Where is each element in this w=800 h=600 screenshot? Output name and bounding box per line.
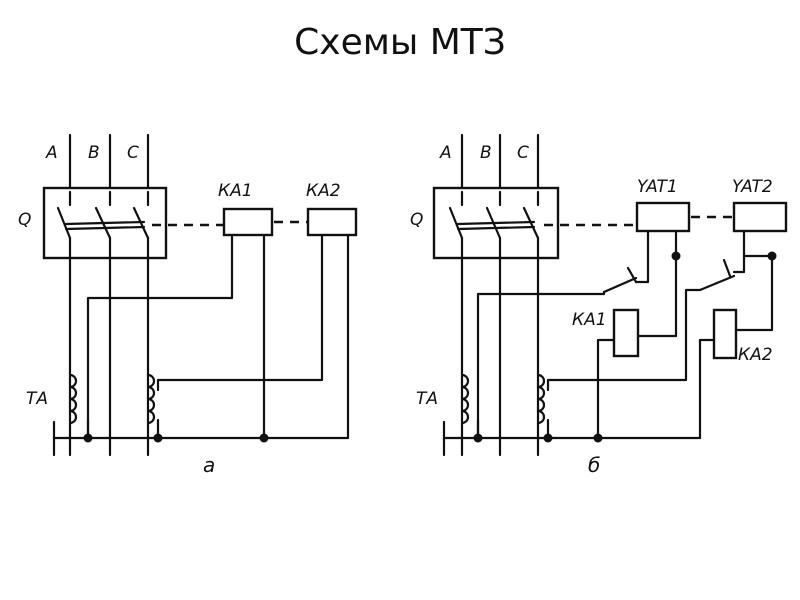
trip-coil-yat2 [732,201,788,233]
trip-coil-yat1 [635,201,691,233]
diagram-b: A B C Q YAT1 YAT2 КА1 КА2 ТА б [410,133,788,477]
junction-dots [473,251,777,443]
relay-ka1 [222,207,274,237]
phase-lines-top [460,133,540,194]
current-transformer-a [460,373,470,425]
phase-label-b: B [480,143,492,163]
relay-label-ka2: КА2 [738,345,773,365]
relay-coil-ka2 [712,308,738,360]
relay-label-ka2: КА2 [306,181,341,201]
phase-label-c: C [127,143,139,163]
trip-coil-label-2: YAT2 [732,177,773,197]
slide-title: Схемы МТЗ [294,22,506,63]
secondary-wiring [442,229,774,457]
breaker-contacts [448,190,540,260]
breaker-contacts [56,190,150,260]
current-transformer-c [536,373,546,425]
ct-label: ТА [26,389,48,409]
relay-coil-ka1 [612,308,640,358]
phase-lines-top [68,133,150,194]
diagram-caption: б [588,453,600,477]
phase-lines-bottom [460,256,540,457]
phase-label-a: A [439,143,452,163]
current-transformer-a [68,373,78,425]
junction-dots [83,433,269,443]
trip-coil-label-1: YAT1 [637,177,678,197]
breaker-label: Q [410,210,423,230]
diagram-caption: а [203,453,215,477]
phase-label-a: A [45,143,58,163]
ct-label: ТА [416,389,438,409]
breaker-label: Q [18,210,31,230]
relay-ka2 [306,207,358,237]
relay-label-ka1: КА1 [218,181,253,201]
current-transformer-c [146,373,156,425]
relay-label-ka1: КА1 [572,310,607,330]
secondary-wiring [52,233,350,457]
phase-label-b: B [88,143,100,163]
phase-lines-bottom [68,256,150,457]
phase-label-c: C [517,143,529,163]
diagram-a: A B C Q КА1 КА2 ТА а [18,133,358,477]
